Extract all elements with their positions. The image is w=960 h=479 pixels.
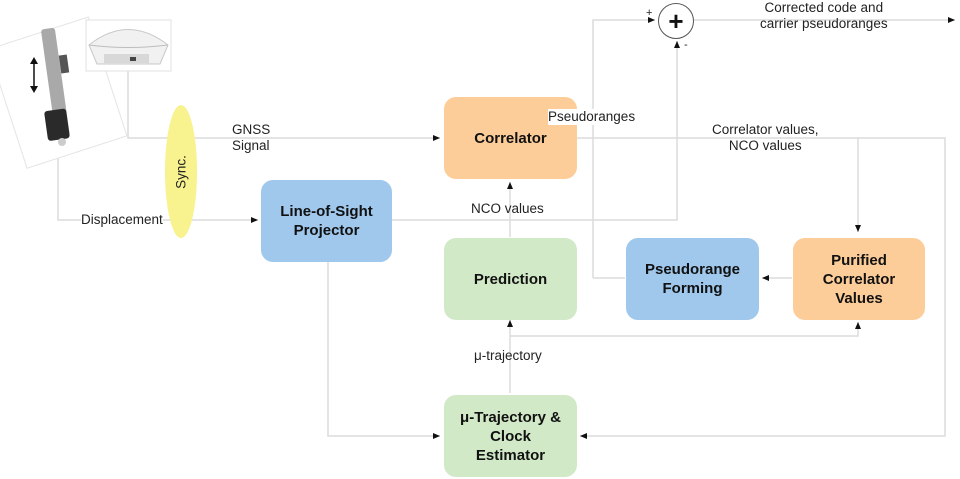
- corrected-pseudoranges-label: Corrected code and carrier pseudoranges: [760, 0, 888, 31]
- displacement-label: Displacement: [81, 212, 163, 228]
- pseudoranges-label: Pseudoranges: [548, 109, 636, 125]
- pseudorange-forming-block: Pseudorange Forming: [626, 238, 759, 320]
- wire-mu-to-purified: [510, 322, 861, 337]
- trajectory-clock-estimator-block: μ-Trajectory & Clock Estimator: [444, 395, 577, 477]
- mu-trajectory-label: μ-trajectory: [474, 348, 542, 363]
- wire-displacement: [57, 150, 258, 223]
- summing-junction: +: [658, 3, 694, 39]
- minus-sign-label: -: [684, 39, 688, 51]
- wire-nco-to-sum: [392, 41, 680, 221]
- gnss-antenna-image: [85, 19, 172, 72]
- correlator-nco-values-label: Correlator values, NCO values: [712, 122, 819, 153]
- wire-los-to-estimator: [327, 262, 440, 439]
- wire-pseudoranges: [592, 17, 655, 278]
- prediction-block: Prediction: [444, 238, 577, 320]
- sync-ellipse: Sync.: [165, 105, 197, 238]
- sync-label: Sync.: [173, 154, 189, 189]
- line-of-sight-projector-block: Line-of-Sight Projector: [261, 180, 392, 262]
- gnss-signal-label: GNSS Signal: [232, 122, 271, 153]
- purified-correlator-values-block: Purified Correlator Values: [793, 238, 925, 320]
- plus-sign-label: +: [646, 7, 653, 19]
- plus-icon: +: [668, 6, 684, 36]
- wire-gnss-signal: [127, 70, 440, 141]
- wire-correlator-to-right-edge: [580, 137, 946, 439]
- nco-values-label: NCO values: [471, 201, 544, 216]
